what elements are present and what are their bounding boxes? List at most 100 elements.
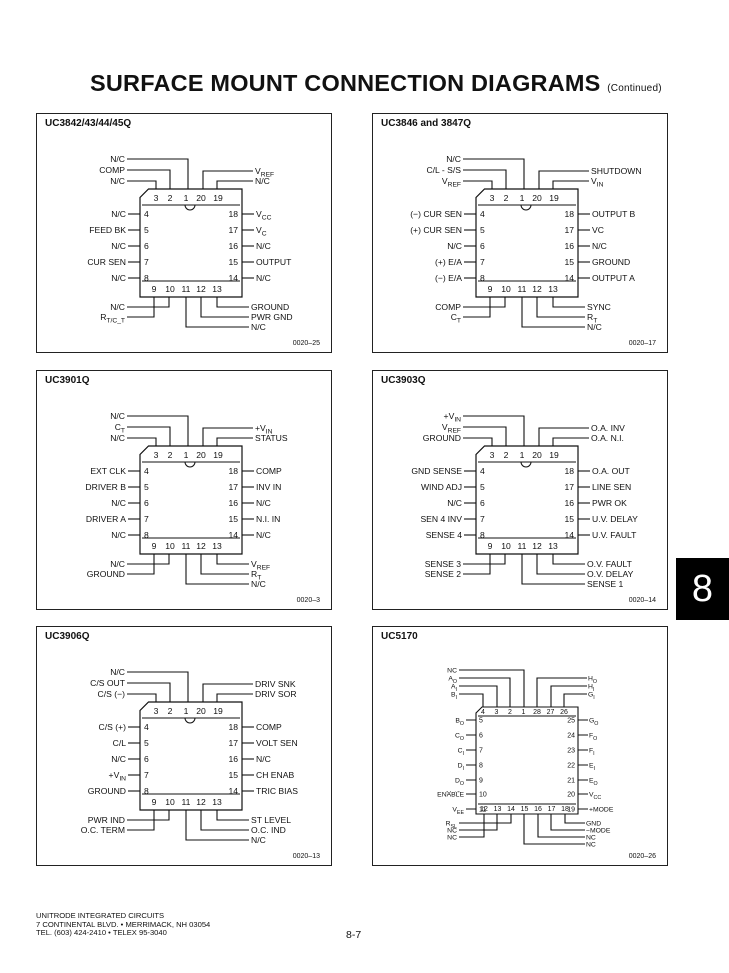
pin-number: 15 — [228, 257, 238, 267]
pin-number: 4 — [144, 466, 149, 476]
chip-body — [475, 706, 579, 815]
pin-label: +VIN — [255, 423, 273, 436]
pin-label: VOLT SEN — [256, 738, 298, 748]
pin-number: 18 — [228, 466, 238, 476]
pin-label: GROUND — [592, 257, 630, 267]
pin-lead — [563, 693, 587, 707]
pin-lead — [216, 180, 253, 189]
pin-lead — [459, 677, 511, 707]
pin-label: FEED BK — [89, 225, 126, 235]
pin-label: CT — [451, 312, 461, 325]
chip-body — [139, 445, 243, 555]
pin-label: CH ENAB — [256, 770, 294, 780]
pin-number: 6 — [144, 754, 149, 764]
pin-lead — [463, 158, 525, 189]
pin-label: FO — [589, 733, 597, 743]
pin-label: VIN — [591, 176, 604, 189]
pin-number: 13 — [212, 797, 222, 807]
pin-label: C/S (+) — [99, 722, 127, 732]
pin-label: RSL — [446, 821, 457, 831]
pin-lead — [127, 693, 157, 702]
pin-number: 5 — [144, 225, 149, 235]
pin-label: HO — [588, 676, 597, 686]
pin-number: 16 — [228, 754, 238, 764]
footer-address: UNITRODE INTEGRATED CIRCUITS 7 CONTINENT… — [36, 911, 211, 938]
pin-number: 9 — [488, 541, 493, 551]
pin-label: N/C — [255, 176, 270, 186]
pin-label: O.V. DELAY — [587, 569, 634, 579]
pin-label: N/C — [447, 498, 462, 508]
pin-label: CT — [115, 422, 125, 435]
pin-lead — [550, 685, 587, 707]
pin-label: VC — [256, 225, 267, 238]
pin-label: N/C — [111, 754, 126, 764]
pin-number: 17 — [228, 225, 238, 235]
pin-label: RT — [251, 569, 261, 582]
diagram-title: UC3842/43/44/45Q — [45, 118, 132, 129]
pin-number: 12 — [196, 284, 206, 294]
pin-number: 7 — [144, 514, 149, 524]
pin-number: 15 — [564, 514, 574, 524]
pin-lead — [521, 554, 585, 585]
pin-label: SYNC — [587, 302, 611, 312]
pin-label: +VIN — [109, 770, 127, 783]
pin-label: COMP — [435, 302, 461, 312]
pin-label: TRIC BIAS — [256, 786, 298, 796]
pin-number: 3 — [154, 193, 159, 203]
pin-label: PWR IND — [88, 815, 125, 825]
pin-number: 6 — [480, 241, 485, 251]
pin-label: OUTPUT — [256, 257, 292, 267]
pin-label: (+) E/A — [435, 257, 462, 267]
pin-label: PWR OK — [592, 498, 627, 508]
pin-number: 3 — [154, 706, 159, 716]
pin-lead — [127, 180, 157, 189]
pin-number: 5 — [480, 225, 485, 235]
pin-lead — [536, 554, 585, 575]
pin-lead — [127, 437, 157, 446]
pin-number: 17 — [228, 738, 238, 748]
pin-number: 5 — [479, 718, 483, 725]
pin-label: N/C — [592, 241, 607, 251]
pin-number: 6 — [480, 498, 485, 508]
pin-number: 5 — [480, 482, 485, 492]
pin-lead — [216, 437, 253, 446]
pin-label: PWR GND — [251, 312, 293, 322]
diagram-title: UC3901Q — [45, 375, 90, 386]
pin-label: NC — [447, 668, 457, 675]
pin-number: 8 — [144, 786, 149, 796]
pin-number: 3 — [490, 450, 495, 460]
page-title: SURFACE MOUNT CONNECTION DIAGRAMS (Conti… — [90, 70, 662, 96]
pin-number: 11 — [518, 541, 527, 551]
pin-number: 7 — [480, 257, 485, 267]
pin-label: NC — [586, 835, 596, 842]
pin-label: SENSE 3 — [425, 559, 462, 569]
pin-lead — [459, 814, 485, 838]
pin-number: 12 — [532, 541, 542, 551]
pin-label: −MODE — [586, 828, 611, 835]
pin-label: LINE SEN — [592, 482, 631, 492]
pin-lead — [200, 810, 249, 831]
pin-number: 2 — [168, 450, 173, 460]
pin-number: 1 — [520, 193, 525, 203]
pin-label: DO — [455, 778, 464, 788]
pin-lead — [185, 554, 249, 585]
pin-lead — [459, 814, 512, 824]
pin-label: HI — [588, 684, 594, 694]
pin-label: C/L — [113, 738, 127, 748]
pin-number: 10 — [165, 541, 175, 551]
pin-number: 14 — [228, 530, 238, 540]
orientation-notch — [184, 717, 196, 724]
pin-label: ST LEVEL — [251, 815, 291, 825]
pin-lead — [185, 297, 249, 328]
pin-lead — [537, 814, 585, 838]
pin-number: 8 — [480, 530, 485, 540]
pin-label: C/S OUT — [90, 678, 126, 688]
pin-label: SENSE 4 — [426, 530, 463, 540]
pin-label: GROUND — [251, 302, 289, 312]
pin-label: N/C — [446, 154, 461, 164]
pin-number: 1 — [522, 709, 526, 716]
pin-number: 16 — [228, 498, 238, 508]
